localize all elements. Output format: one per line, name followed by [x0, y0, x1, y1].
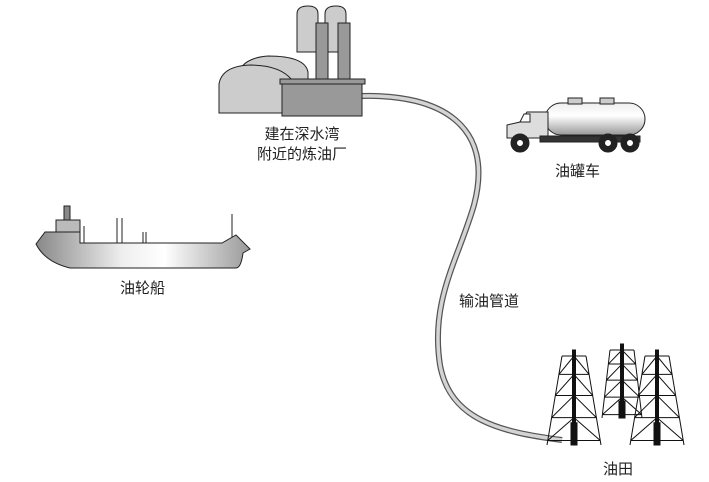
oil-tanker-ship-icon — [35, 205, 251, 269]
refinery-label: 建在深水湾 附近的炼油厂 — [252, 124, 352, 164]
tanker-truck-label: 油罐车 — [555, 162, 601, 180]
tanker-truck-icon — [506, 97, 646, 153]
derrick-middle-icon — [601, 343, 643, 419]
pipeline-icon — [361, 92, 563, 443]
oil-tanker-label: 油轮船 — [120, 279, 166, 297]
pipeline-label: 输油管道 — [459, 292, 520, 310]
refinery-label-line1: 建在深水湾 — [264, 125, 340, 143]
oil-field-label: 油田 — [603, 460, 634, 478]
refinery-label-line2: 附近的炼油厂 — [256, 145, 347, 163]
oil-derrick-icons — [546, 343, 685, 446]
derrick-right-icon — [629, 349, 685, 446]
refinery-icon — [218, 5, 366, 117]
derrick-left-icon — [546, 349, 602, 446]
